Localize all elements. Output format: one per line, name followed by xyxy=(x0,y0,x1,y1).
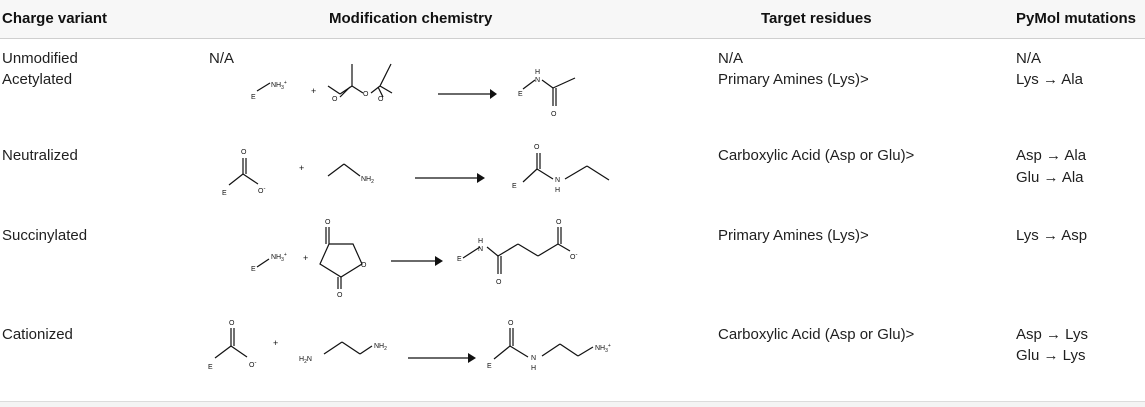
neut-e-label: E xyxy=(222,190,227,197)
row-succinylated-variant: Succinylated xyxy=(2,227,88,244)
table-header: Charge variant Modification chemistry Ta… xyxy=(0,0,1145,39)
cat-product-o: O xyxy=(508,320,514,327)
acet-product-h: H xyxy=(535,69,540,76)
row-cationized-mutation-1: Asp → Lys xyxy=(1016,326,1088,343)
cat-h2n-label: H2N xyxy=(299,356,312,365)
row-unmodified-mutation: N/A xyxy=(1016,50,1042,67)
cat-product-h: H xyxy=(531,365,536,372)
row-unmodified-variant: Unmodified xyxy=(2,50,78,67)
neut-o-minus-label: O- xyxy=(258,186,265,195)
succ-ring-o-top: O xyxy=(325,219,331,226)
header-pymol-mutations: PyMol mutations xyxy=(1016,10,1137,27)
acetylation-reaction-diagram: E NH3+ + O O O E H N O xyxy=(251,63,576,118)
neut-product-e: E xyxy=(512,183,517,190)
cat-product-nh3: NH3+ xyxy=(595,343,611,354)
acet-product-o: O xyxy=(551,111,557,118)
succ-plus-sign: + xyxy=(303,253,308,263)
acet-product-e: E xyxy=(518,91,523,98)
succ-product-o-minus: O- xyxy=(570,252,577,261)
acet-carbonyl-o-1: O xyxy=(332,96,338,103)
cationization-reaction-diagram: E O O- + H2N NH2 E O N H NH3+ xyxy=(208,320,611,372)
acet-plus-sign: + xyxy=(311,86,316,96)
succ-e-label: E xyxy=(251,266,256,273)
row-succinylated-targets: Primary Amines (Lys)> xyxy=(718,227,869,244)
neut-o-label: O xyxy=(241,149,247,156)
row-neutralized-targets: Carboxylic Acid (Asp or Glu)> xyxy=(718,147,915,164)
succ-ring-o-bottom: O xyxy=(337,292,343,299)
neut-nh2-label: NH2 xyxy=(361,176,374,185)
row-acetylated-variant: Acetylated xyxy=(2,71,73,88)
row-cationized-targets: Carboxylic Acid (Asp or Glu)> xyxy=(718,326,915,343)
header-modification-chemistry: Modification chemistry xyxy=(329,10,493,27)
row-neutralized-mutation-2: Glu → Ala xyxy=(1016,169,1084,186)
row-succinylated-mutation: Lys → Asp xyxy=(1016,227,1088,244)
cat-plus-sign: + xyxy=(273,338,278,348)
table-bottom-rule xyxy=(0,401,1145,407)
row-unmodified-targets: N/A xyxy=(718,50,744,67)
neut-plus-sign: + xyxy=(299,163,304,173)
acet-carbonyl-o-2: O xyxy=(378,96,384,103)
neut-product-h: H xyxy=(555,187,560,194)
row-acetylated-mutation: Lys → Ala xyxy=(1016,71,1083,88)
succ-product-o: O xyxy=(496,279,502,286)
cat-product-n: N xyxy=(531,355,536,362)
neut-product-n: N xyxy=(555,177,560,184)
acet-product-n: N xyxy=(535,77,540,84)
acet-e-label: E xyxy=(251,94,256,101)
row-unmodified-chemistry: N/A xyxy=(209,50,235,67)
succ-product-o-top: O xyxy=(556,219,562,226)
cat-nh2-label: NH2 xyxy=(374,343,387,352)
row-cationized-variant: Cationized xyxy=(2,326,73,343)
row-neutralized-variant: Neutralized xyxy=(2,147,78,164)
row-cationized-mutation-2: Glu → Lys xyxy=(1016,347,1086,364)
cat-product-e: E xyxy=(487,363,492,370)
header-charge-variant: Charge variant xyxy=(2,10,108,27)
row-acetylated-targets: Primary Amines (Lys)> xyxy=(718,71,869,88)
succ-ring-o: O xyxy=(361,262,367,269)
succ-nh3-label: NH3+ xyxy=(271,252,287,263)
succ-product-h: H xyxy=(478,238,483,245)
cat-e-label: E xyxy=(208,364,213,371)
acet-bridge-o: O xyxy=(363,91,369,98)
succinylation-reaction-diagram: E NH3+ + O O O E H N O O O- xyxy=(251,219,577,299)
succ-product-e: E xyxy=(457,256,462,263)
acet-nh3-label: NH3+ xyxy=(271,80,287,91)
neutralization-reaction-diagram: E O O- + NH2 E O N H xyxy=(222,144,610,197)
cat-o-label: O xyxy=(229,320,235,327)
cat-o-minus-label: O- xyxy=(249,360,256,369)
row-neutralized-mutation-1: Asp → Ala xyxy=(1016,147,1087,164)
neut-product-o: O xyxy=(534,144,540,151)
header-target-residues: Target residues xyxy=(761,10,872,27)
succ-product-n: N xyxy=(478,246,483,253)
